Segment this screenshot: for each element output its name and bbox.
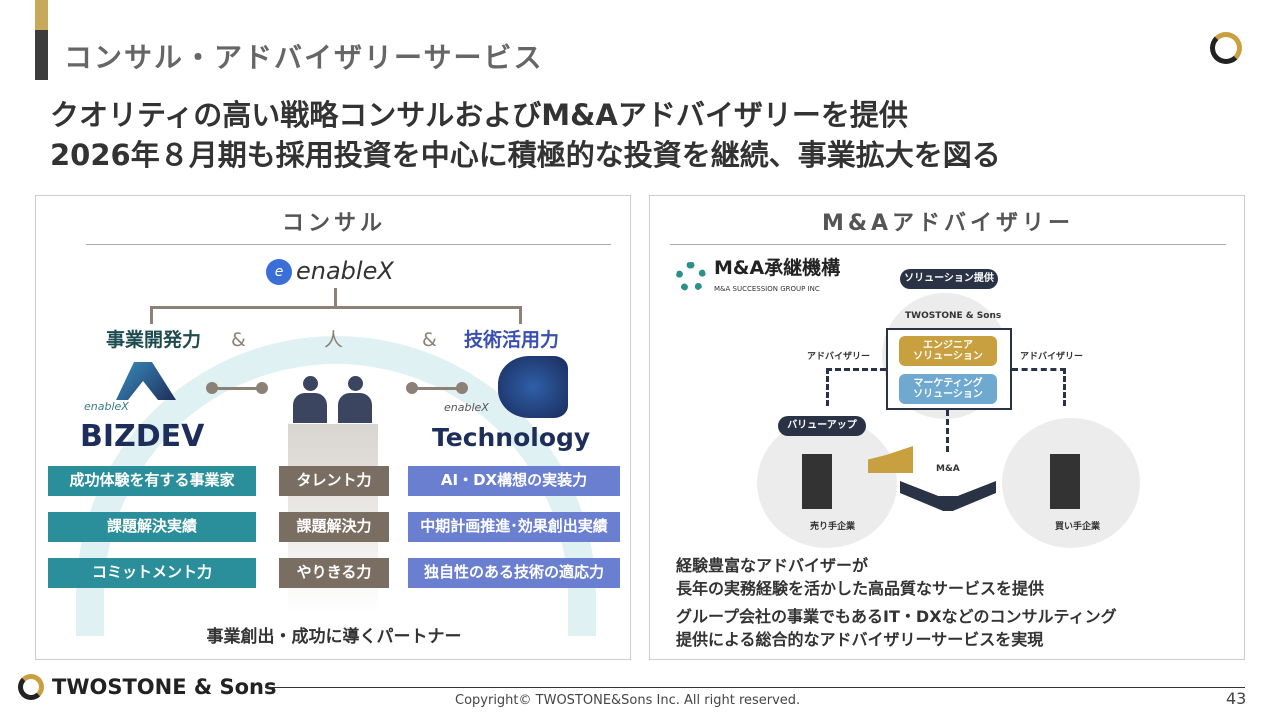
bizdev-row-3: コミットメント力 [48,558,256,588]
accent-bar [35,0,48,30]
buyer-building-icon [1050,454,1080,509]
technology-logo: Technology [432,423,591,452]
connector-dot [206,382,218,394]
footer-rule [265,687,1245,688]
divider [86,244,611,245]
people-row-1: タレント力 [279,466,389,496]
bizdev-figure-icon [116,362,176,400]
dashed-arrow-down [946,410,949,452]
accent-bar-dark [35,30,48,80]
headline-line-1: クオリティの高い戦略コンサルおよびM&Aアドバイザリーを提供 [50,98,908,132]
ma-description-2: グループ会社の事業でもあるIT・DXなどのコンサルティング提供による総合的なアド… [676,607,1117,649]
tree-connector [150,306,522,324]
valueup-tag: バリューアップ [778,416,866,436]
ampersand: & [422,329,437,351]
bizdev-row-2: 課題解決実績 [48,512,256,542]
buyer-label: 買い手企業 [1055,522,1101,532]
consult-tagline: 事業創出・成功に導くパートナー [206,627,462,647]
consult-title: コンサル [281,211,386,236]
enablex-logo: e enableX [266,257,394,286]
pillar-tech-label: 技術活用力 [464,329,560,351]
handshake-icon [900,481,996,511]
brain-circuit-icon [498,356,568,418]
pillar-people-label: 人 [324,329,344,351]
ma-succession-sub: M&A SUCCESSION GROUP INC [714,285,820,293]
brand-mark-icon [1210,32,1242,64]
tech-row-2: 中期計画推進･効果創出実績 [408,512,620,542]
ma-description-1: 経験豊富なアドバイザーが長年の実務経験を活かした高品質なサービスを提供 [676,556,1045,598]
connector-dot [456,382,468,394]
consult-panel: コンサル e enableX 事業開発力 & 人 & 技術活用力 enableX… [35,195,631,660]
ma-label: M&A [936,464,960,474]
advisory-left: アドバイザリー [807,352,871,362]
divider [670,244,1226,245]
copyright: Copyright© TWOSTONE&Sons Inc. All right … [455,693,801,708]
ampersand: & [231,329,246,351]
seller-building-icon [802,454,832,509]
engineer-solution: エンジニアソリューション [899,336,997,366]
page-title: コンサル・アドバイザリーサービス [64,41,544,74]
headline: クオリティの高い戦略コンサルおよびM&Aアドバイザリーを提供 2026年８月期も採… [50,95,1001,175]
tech-row-1: AI・DX構想の実装力 [408,466,620,496]
footer-brand: TWOSTONE & Sons [52,675,277,699]
footer-logo-icon [18,674,44,700]
tech-row-3: 独自性のある技術の適応力 [408,558,620,588]
people-row-3: やりきる力 [279,558,389,588]
advisory-right: アドバイザリー [1020,352,1084,362]
people-icon [281,376,386,426]
company-label: TWOSTONE & Sons [905,311,1002,321]
page-number: 43 [1226,689,1247,708]
ma-title: M&Aアドバイザリー [821,211,1075,236]
connector-dot [406,382,418,394]
bizdev-logo: BIZDEV [80,419,205,454]
dashed-arrow-left [826,368,886,406]
people-row-2: 課題解決力 [279,512,389,542]
connector [411,387,461,390]
ma-succession-logo-icon [676,262,706,292]
bizdev-row-1: 成功体験を有する事業家 [48,466,256,496]
headline-line-2: 2026年８月期も採用投資を中心に積極的な投資を継続、事業拡大を図る [50,138,1001,172]
dashed-arrow-right [1012,368,1066,406]
ma-succession-logo: M&A承継機構 [714,257,841,279]
ma-panel: M&Aアドバイザリー M&A承継機構 M&A SUCCESSION GROUP … [649,195,1245,660]
tree-stem [334,288,337,308]
connector [211,387,261,390]
tech-sub: enableX [444,401,489,414]
seller-label: 売り手企業 [810,522,856,532]
bizdev-sub: enableX [84,400,129,413]
marketing-solution: マーケティングソリューション [899,374,997,404]
pillar-bizdev-label: 事業開発力 [106,329,202,351]
connector-dot [256,382,268,394]
solution-tag: ソリューション提供 [900,269,998,289]
